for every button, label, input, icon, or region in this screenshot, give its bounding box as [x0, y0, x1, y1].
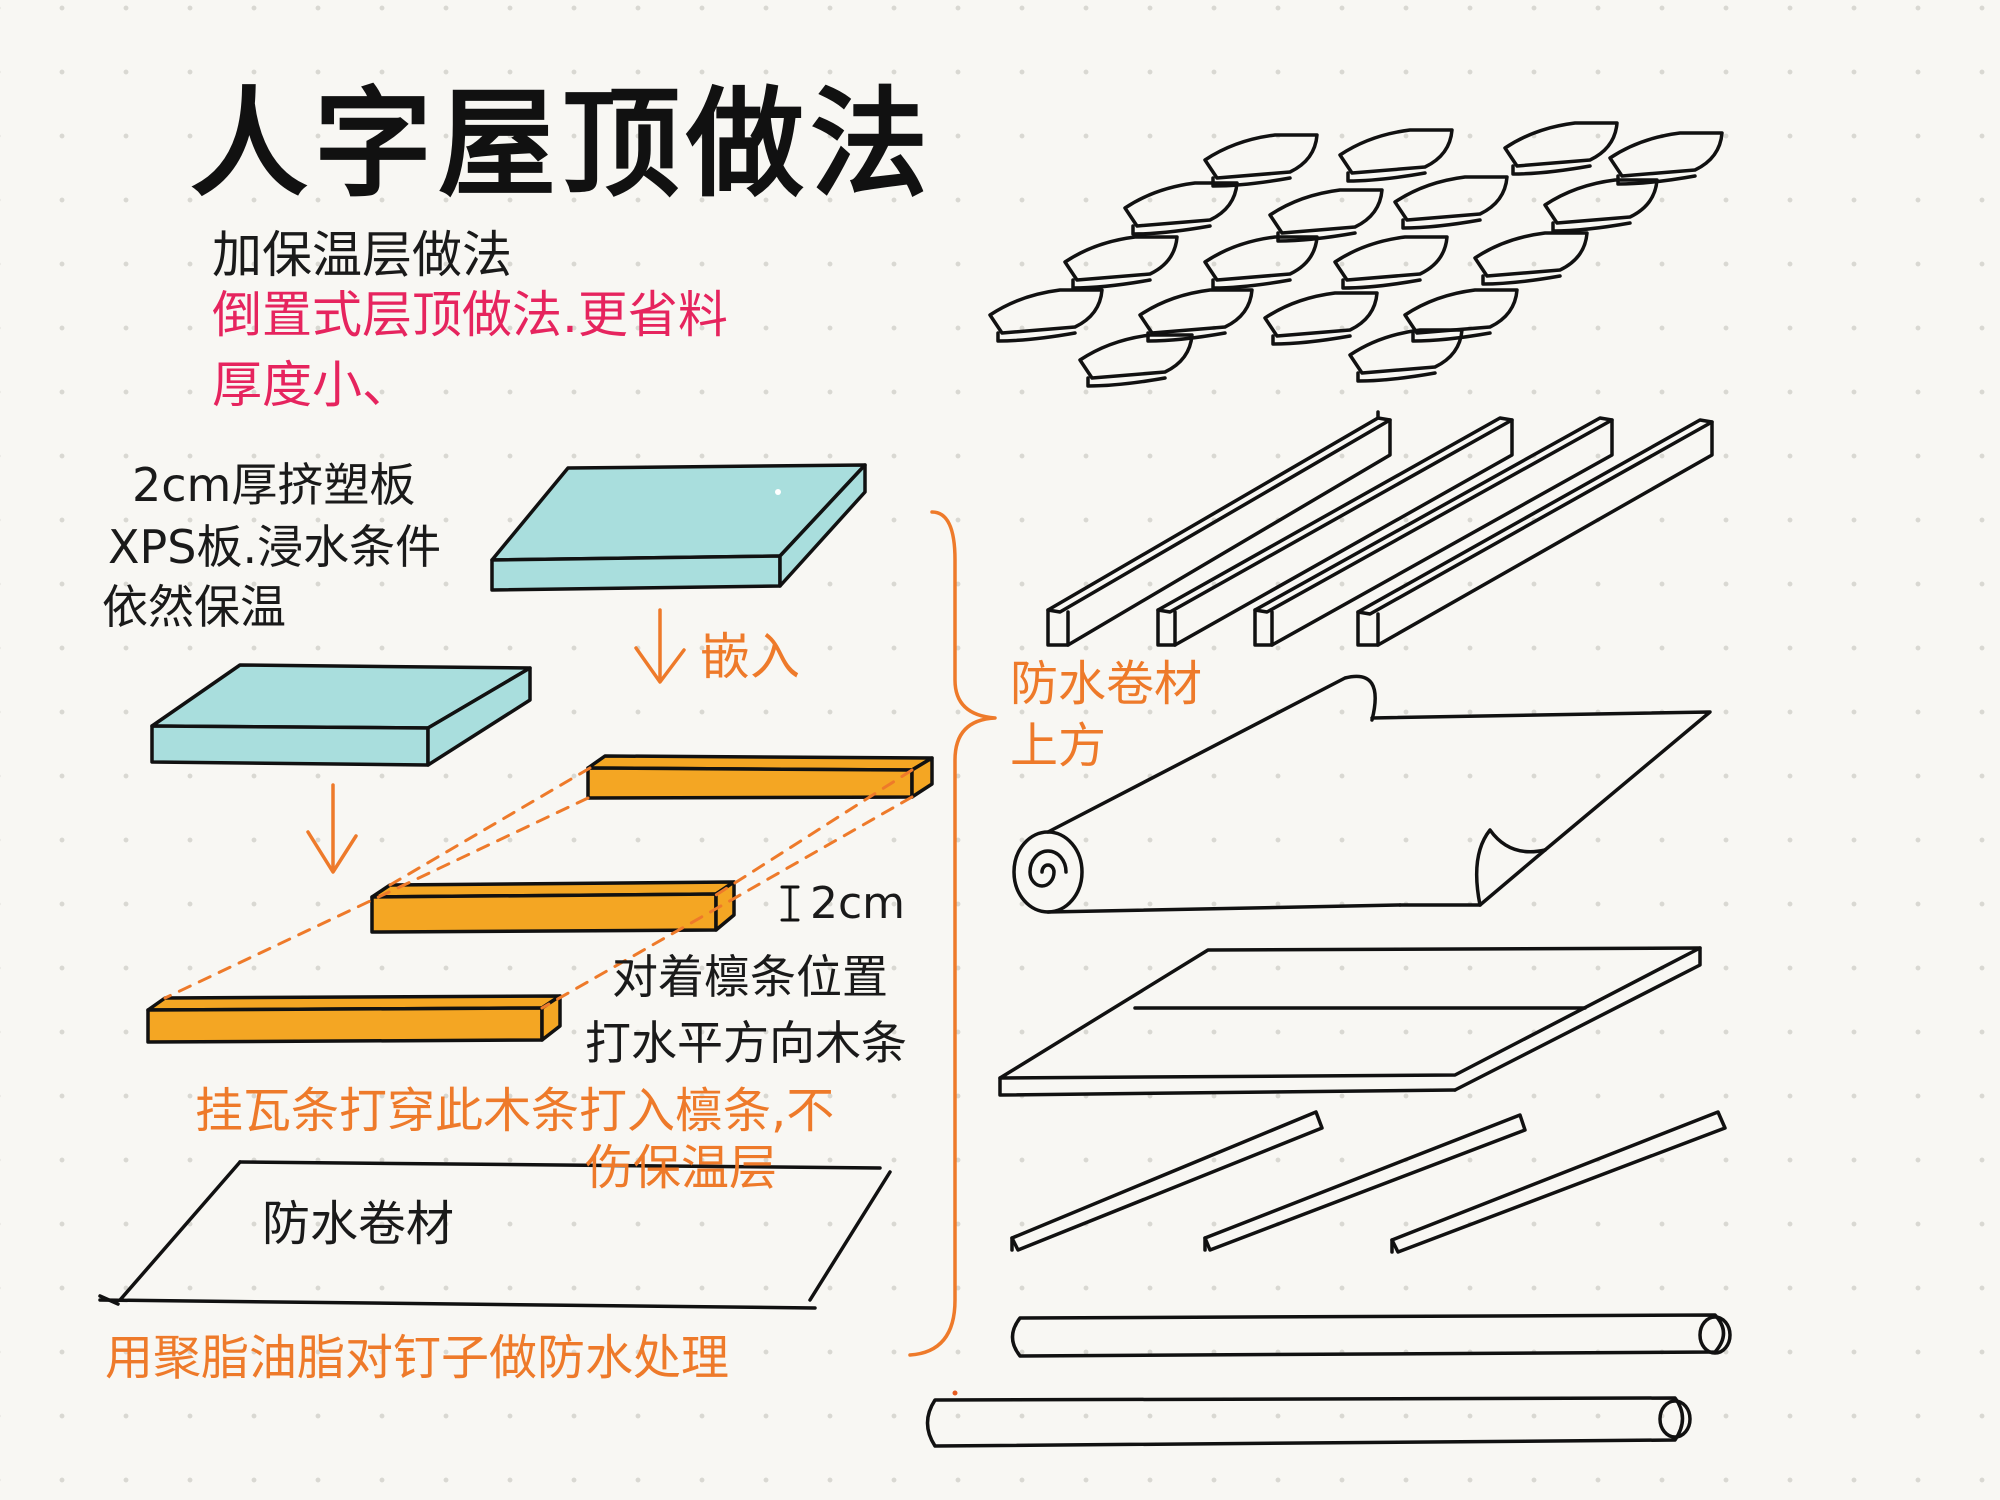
xps-label-line3: 依然保温 — [102, 580, 286, 634]
batten-note-line1: 对着檩条位置 — [612, 950, 888, 1004]
above-membrane-line2: 上方 — [1010, 718, 1107, 774]
xps-label-line1: 2cm厚挤塑板 — [132, 458, 416, 512]
subtitle: 加保温层做法 — [212, 226, 512, 284]
embed-label: 嵌入 — [700, 628, 800, 686]
nail-note-line1: 挂瓦条打穿此木条打入檩条,不 — [195, 1083, 835, 1139]
lower-battens — [1010, 1110, 1727, 1254]
roof-tiles — [988, 121, 1724, 388]
nail-note-line2: 伤保温层 — [585, 1140, 778, 1196]
membrane-label: 防水卷材 — [262, 1196, 455, 1252]
rafters — [925, 1313, 1732, 1448]
xps-label-line2: XPS板.浸水条件 — [108, 520, 442, 574]
height-label: 2cm — [810, 878, 906, 929]
sheathing-board — [998, 946, 1702, 1097]
batten-note-line2: 打水平方向木条 — [585, 1016, 907, 1070]
inverted-roof-note-line1: 倒置式层顶做法.更省料 — [212, 286, 728, 344]
guide-lines — [163, 766, 914, 1010]
curly-brace-icon — [908, 510, 997, 1357]
xps-board-top — [490, 463, 867, 592]
xps-board-middle — [150, 663, 532, 767]
page-title: 人字屋顶做法 — [190, 75, 935, 213]
membrane-roll — [1012, 674, 1712, 914]
inverted-roof-note-line2: 厚度小、 — [212, 356, 412, 414]
grease-note: 用聚脂油脂对钉子做防水处理 — [105, 1330, 730, 1386]
counter-battens — [1046, 410, 1714, 647]
above-membrane-line1: 防水卷材 — [1010, 656, 1203, 712]
membrane-sheet — [98, 1160, 892, 1310]
